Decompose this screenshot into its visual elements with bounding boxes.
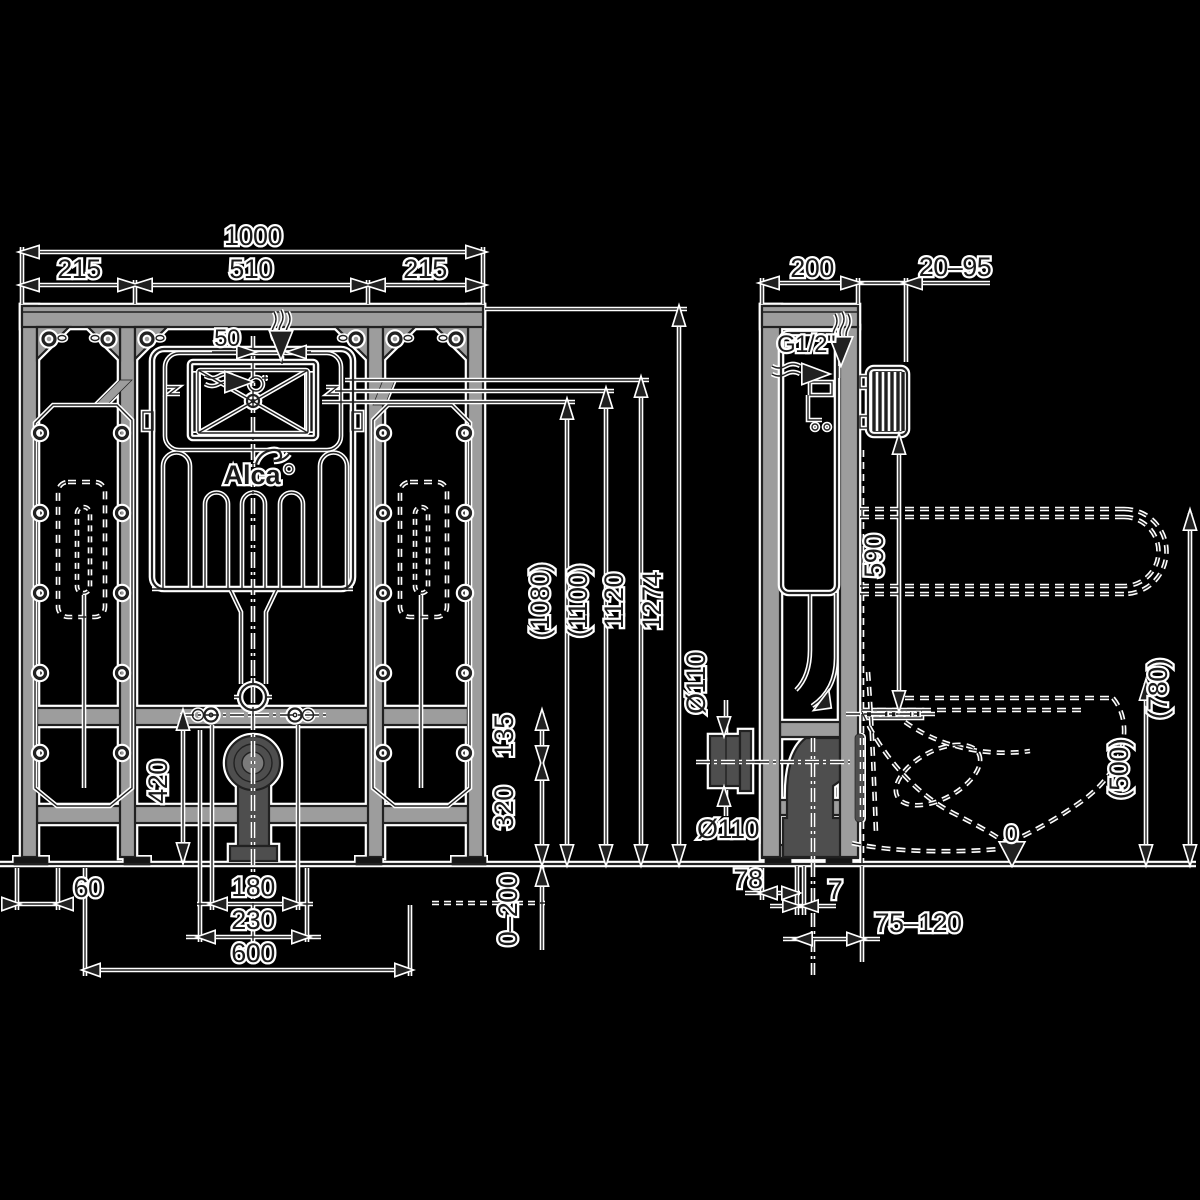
dim-base-width: 600 [231, 938, 275, 968]
dim-wall-range: 20–95 [919, 252, 992, 282]
dim-left-spacing: 215 [57, 254, 101, 284]
dim-outlet-range: 75–120 [874, 908, 961, 938]
dim-frame-depth: 200 [790, 253, 834, 283]
label-water-connection: G1/2" [777, 331, 835, 358]
dim-center-spacing: 510 [229, 254, 273, 284]
dim-rail-height: (780) [1143, 659, 1173, 720]
dim-overall-height: 1274 [637, 571, 667, 630]
dim-bracket-width: 230 [231, 905, 275, 935]
dim-plate-thickness: 7 [828, 875, 843, 905]
dim-flush-low: (1080) [525, 563, 555, 638]
label-floor-zero: 0 [1005, 821, 1018, 848]
alca-logo: Alca [223, 460, 281, 490]
dim-back-offset: 78 [733, 864, 762, 894]
dim-right-spacing: 215 [403, 254, 447, 284]
dim-overall-width: 1000 [224, 221, 282, 251]
dim-crossbar-height: 420 [143, 760, 173, 804]
dim-stud-spacing: 180 [231, 872, 275, 902]
dim-foot-width: 60 [73, 873, 102, 903]
dim-flush-plate-height: 590 [859, 534, 889, 578]
dim-seat-height: (500) [1104, 739, 1134, 800]
dim-flush-high: (1100) [563, 564, 593, 637]
dim-floor-adjust: 0–200 [493, 874, 523, 947]
dim-drain-dia-bottom: Ø110 [697, 814, 759, 844]
front-view-labels: 1000 215 510 215 50 (1080) (1100) 1120 1… [55, 219, 669, 971]
dim-lower-rail: 320 [489, 786, 519, 830]
dim-frame-height: 1120 [599, 573, 629, 629]
dim-rail-gap: 135 [489, 714, 519, 758]
dim-drain-dia-side: Ø110 [681, 652, 711, 714]
dim-inlet-offset: 50 [214, 325, 240, 352]
side-view-labels: 200 20–95 G1/2" 590 Ø110 Ø110 78 7 75–12… [679, 250, 1176, 941]
